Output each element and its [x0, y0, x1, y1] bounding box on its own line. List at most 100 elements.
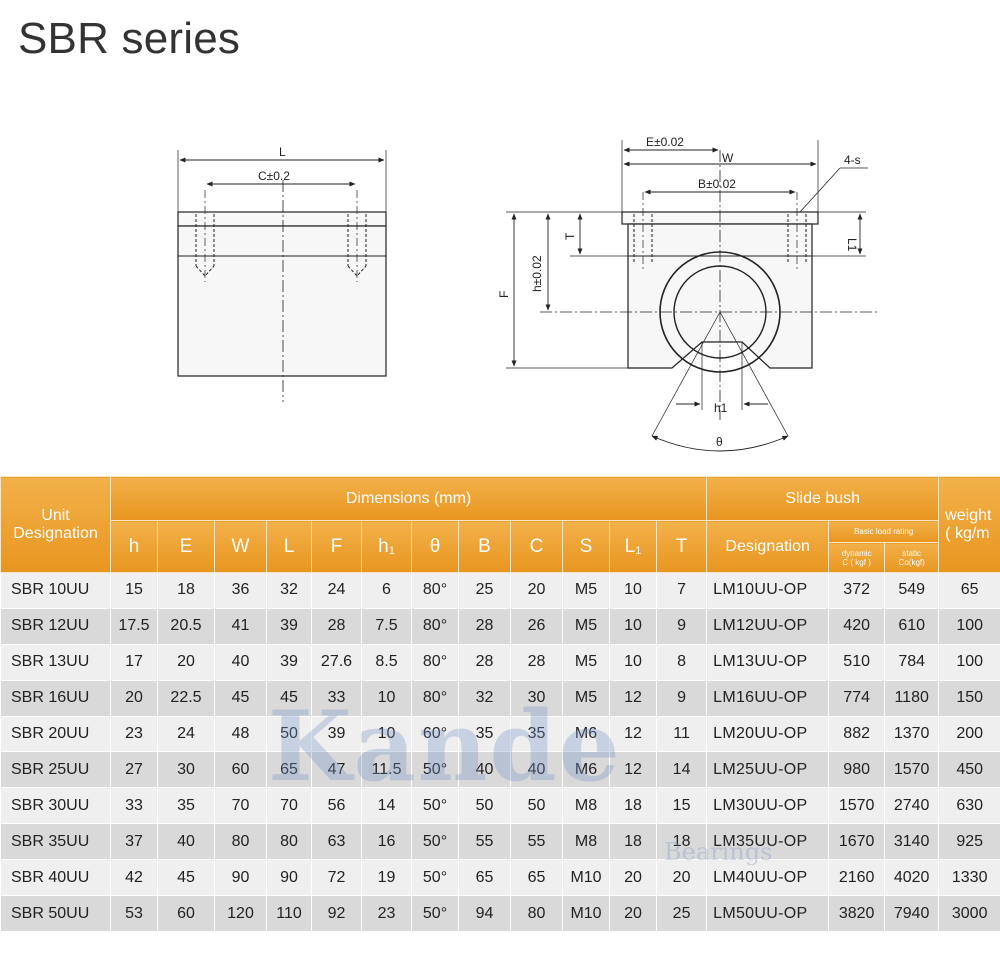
table-cell: 7 — [655, 572, 708, 609]
table-cell: LM13UU-OP — [706, 643, 830, 681]
table-cell: 18 — [609, 787, 657, 825]
table-cell: LM12UU-OP — [706, 607, 830, 645]
table-cell: 50° — [411, 823, 459, 861]
table-cell: 9 — [655, 679, 708, 717]
table-cell: 610 — [884, 607, 940, 645]
table-cell: 15 — [110, 572, 158, 609]
table-cell: LM25UU-OP — [706, 751, 830, 789]
table-cell: 25 — [655, 895, 708, 932]
col-h1: h1 — [361, 520, 412, 573]
page-title: SBR series — [18, 14, 241, 63]
table-cell: 11 — [655, 715, 708, 753]
table-cell: SBR 16UU — [0, 679, 111, 717]
table-cell: 200 — [938, 715, 1000, 753]
table-cell: 80° — [411, 643, 459, 681]
table-cell: 50° — [411, 787, 459, 825]
table-cell: 33 — [311, 679, 362, 717]
table-cell: 10 — [609, 607, 657, 645]
col-L: L — [266, 520, 312, 573]
table-cell: 55 — [458, 823, 511, 861]
dim-label-h: h±0.02 — [530, 255, 544, 292]
table-cell: 3820 — [828, 895, 886, 932]
table-cell: 8.5 — [361, 643, 412, 681]
table-cell: 17.5 — [110, 607, 158, 645]
table-cell: LM20UU-OP — [706, 715, 830, 753]
table-cell: 36 — [214, 572, 267, 609]
table-cell: 450 — [938, 751, 1000, 789]
table-cell: 10 — [609, 643, 657, 681]
table-cell: 80° — [411, 607, 459, 645]
table-cell: 925 — [938, 823, 1000, 861]
table-cell: M6 — [562, 715, 610, 753]
table-cell: M10 — [562, 895, 610, 932]
table-cell: 4020 — [884, 859, 940, 897]
table-cell: LM35UU-OP — [706, 823, 830, 861]
table-cell: 80° — [411, 572, 459, 609]
table-cell: 50° — [411, 895, 459, 932]
table-cell: 1180 — [884, 679, 940, 717]
table-cell: 7940 — [884, 895, 940, 932]
table-cell: 40 — [214, 643, 267, 681]
table-cell: 12 — [609, 679, 657, 717]
table-cell: 6 — [361, 572, 412, 609]
table-cell: 1330 — [938, 859, 1000, 897]
table-cell: 372 — [828, 572, 886, 609]
table-cell: M5 — [562, 607, 610, 645]
table-cell: 39 — [311, 715, 362, 753]
table-cell: 630 — [938, 787, 1000, 825]
col-L1: L1 — [609, 520, 657, 573]
table-cell: 40 — [510, 751, 563, 789]
table-cell: 150 — [938, 679, 1000, 717]
table-cell: 100 — [938, 643, 1000, 681]
table-cell: 48 — [214, 715, 267, 753]
header-basic-load-rating: Basic load rating — [828, 520, 940, 543]
dim-label-E: E±0.02 — [646, 135, 684, 149]
table-cell: SBR 13UU — [0, 643, 111, 681]
table-cell: 120 — [214, 895, 267, 932]
table-cell: SBR 40UU — [0, 859, 111, 897]
table-cell: 41 — [214, 607, 267, 645]
table-cell: 90 — [214, 859, 267, 897]
table-cell: 80 — [266, 823, 312, 861]
table-cell: 28 — [458, 607, 511, 645]
dim-label-C: C±0.2 — [258, 169, 290, 183]
table-cell: LM50UU-OP — [706, 895, 830, 932]
col-W: W — [214, 520, 267, 573]
table-cell: 60 — [214, 751, 267, 789]
dim-label-T: T — [563, 232, 577, 240]
table-cell: 17 — [110, 643, 158, 681]
table-cell: 100 — [938, 607, 1000, 645]
col-dynamic: dynamic C ( kgf ) — [828, 542, 886, 573]
table-cell: M8 — [562, 787, 610, 825]
table-cell: 14 — [655, 751, 708, 789]
header-slide-bush: Slide bush — [706, 476, 940, 521]
table-cell: 53 — [110, 895, 158, 932]
table-cell: 50 — [510, 787, 563, 825]
table-cell: M6 — [562, 751, 610, 789]
table-cell: 70 — [266, 787, 312, 825]
table-cell: 50 — [266, 715, 312, 753]
table-cell: 50° — [411, 751, 459, 789]
front-view — [506, 140, 880, 452]
table-cell: 40 — [157, 823, 215, 861]
table-cell: 32 — [458, 679, 511, 717]
table-cell: 33 — [110, 787, 158, 825]
table-cell: 65 — [510, 859, 563, 897]
dim-label-S: 4-s — [844, 153, 861, 167]
table-cell: 40 — [458, 751, 511, 789]
table-cell: 27.6 — [311, 643, 362, 681]
header-dimensions: Dimensions (mm) — [109, 476, 708, 521]
table-cell: 39 — [266, 607, 312, 645]
table-cell: 92 — [311, 895, 362, 932]
col-C: C — [510, 520, 563, 573]
table-cell: 80 — [214, 823, 267, 861]
table-cell: 70 — [214, 787, 267, 825]
table-cell: 60° — [411, 715, 459, 753]
table-cell: 420 — [828, 607, 886, 645]
table-cell: 20 — [157, 643, 215, 681]
